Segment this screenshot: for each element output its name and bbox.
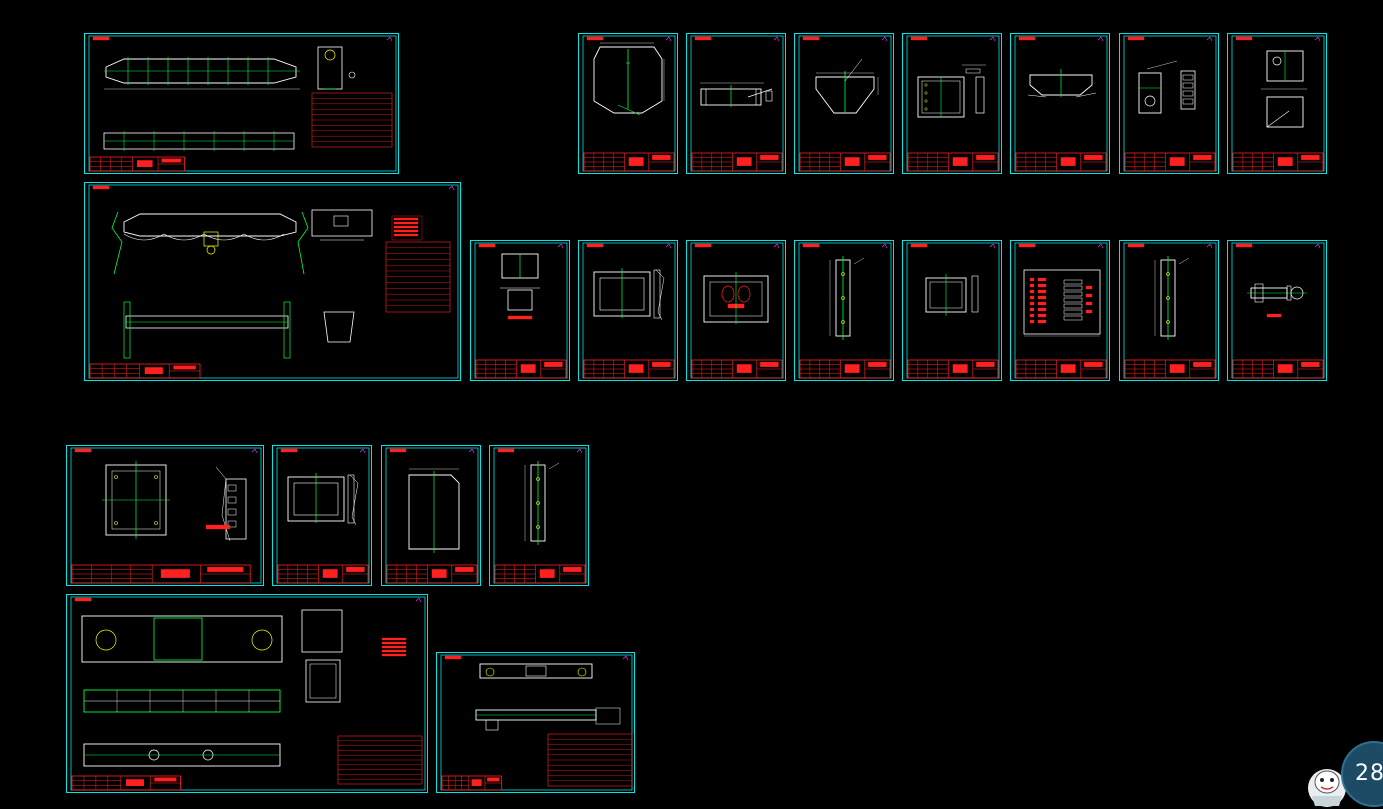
sheet-part-16[interactable] [66, 445, 264, 586]
sheet-part-03[interactable] [794, 33, 894, 174]
sheet-part-19-drawing [489, 445, 589, 586]
sheet-assembly-top-drawing [84, 33, 399, 174]
sheet-part-04[interactable] [902, 33, 1002, 174]
sheet-part-02[interactable] [686, 33, 786, 174]
sheet-part-17[interactable] [272, 445, 372, 586]
mascot-avatar-icon [1308, 769, 1346, 807]
sheet-part-11[interactable] [794, 240, 894, 381]
sheet-part-08-drawing [470, 240, 570, 381]
sheet-assembly-bottom[interactable] [66, 594, 428, 793]
sheet-part-09[interactable] [578, 240, 678, 381]
sheet-part-12[interactable] [902, 240, 1002, 381]
sheet-part-07[interactable] [1227, 33, 1327, 174]
sheet-part-03-drawing [794, 33, 894, 174]
sheet-assembly-small[interactable] [436, 652, 635, 793]
sheet-part-15[interactable] [1227, 240, 1327, 381]
sheet-assembly-bottom-drawing [66, 594, 428, 793]
sheet-part-19[interactable] [489, 445, 589, 586]
sheet-part-04-drawing [902, 33, 1002, 174]
sheet-part-13[interactable] [1010, 240, 1110, 381]
sheet-part-17-drawing [272, 445, 372, 586]
sheet-part-06[interactable] [1119, 33, 1219, 174]
sheet-part-18-drawing [381, 445, 481, 586]
sheet-part-06-drawing [1119, 33, 1219, 174]
sheet-part-15-drawing [1227, 240, 1327, 381]
sheet-part-14-drawing [1119, 240, 1219, 381]
sheet-part-10-drawing [686, 240, 786, 381]
sheet-part-13-drawing [1010, 240, 1110, 381]
sheet-part-08[interactable] [470, 240, 570, 381]
sheet-part-01[interactable] [578, 33, 678, 174]
sheet-part-01-drawing [578, 33, 678, 174]
sheet-part-14[interactable] [1119, 240, 1219, 381]
sheet-part-05[interactable] [1010, 33, 1110, 174]
sheet-part-05-drawing [1010, 33, 1110, 174]
page-count-label: 28 [1355, 761, 1383, 786]
sheet-part-10[interactable] [686, 240, 786, 381]
sheet-part-18[interactable] [381, 445, 481, 586]
sheet-part-12-drawing [902, 240, 1002, 381]
sheet-part-16-drawing [66, 445, 264, 586]
sheet-part-09-drawing [578, 240, 678, 381]
sheet-assembly-main-drawing [84, 182, 461, 381]
sheet-part-07-drawing [1227, 33, 1327, 174]
sheet-part-02-drawing [686, 33, 786, 174]
sheet-part-11-drawing [794, 240, 894, 381]
sheet-assembly-top[interactable] [84, 33, 399, 174]
sheet-assembly-main[interactable] [84, 182, 461, 381]
sheet-assembly-small-drawing [436, 652, 635, 793]
